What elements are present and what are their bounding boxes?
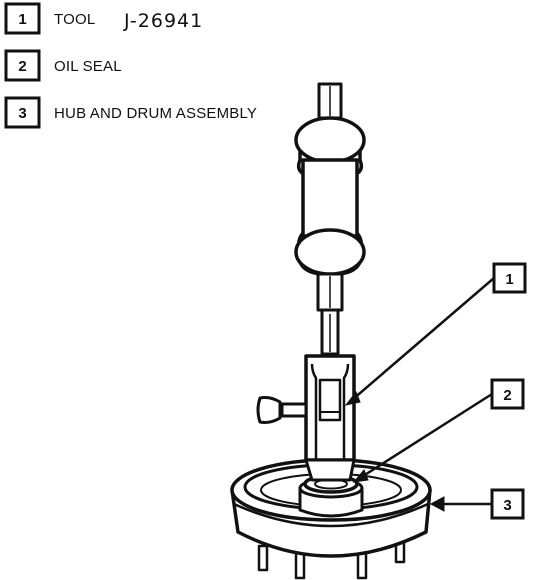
arrowhead-icon	[352, 469, 369, 483]
arrowhead-icon	[429, 496, 445, 512]
callout-number: 1	[505, 271, 513, 288]
legend-number-box	[4, 96, 41, 129]
puller-window	[318, 378, 342, 422]
lug-stud	[356, 550, 368, 580]
callout-number: 2	[503, 387, 511, 404]
legend-number: 1	[18, 11, 26, 28]
legend-number: 3	[18, 105, 26, 122]
weight-body	[301, 158, 359, 238]
callout-box-1	[492, 262, 527, 294]
callout-leader-1	[351, 277, 495, 401]
lug-stud	[294, 550, 306, 580]
wing-nut-stem	[280, 402, 308, 418]
legend: 1 TOOL J-26941 2 OIL SEAL 3 HUB AND DRUM…	[4, 2, 257, 129]
legend-number: 2	[18, 58, 26, 75]
legend-label: OIL SEAL	[54, 58, 122, 75]
puller-jaw-right	[342, 363, 350, 460]
puller-feet	[304, 458, 356, 482]
callout-box-3	[490, 488, 525, 520]
callout-box-2	[490, 378, 525, 410]
legend-label: HUB AND DRUM ASSEMBLY	[54, 105, 257, 122]
legend-label: TOOL	[54, 11, 95, 28]
weight-lower-collar	[294, 228, 366, 276]
callout-number: 3	[503, 497, 511, 514]
legend-number-box	[4, 2, 41, 35]
callout-leader-2	[359, 392, 493, 480]
puller-jaw-left	[310, 363, 318, 460]
drum-rim-edge	[233, 502, 429, 528]
legend-tool-number: J-26941	[123, 10, 203, 32]
lug-stud	[257, 544, 269, 572]
wing-nut-icon	[256, 396, 282, 424]
arrowhead-icon	[344, 390, 361, 406]
tool-j-26941	[256, 82, 366, 482]
callouts: 1 2 3	[344, 262, 527, 520]
legend-number-box	[4, 49, 41, 82]
weight-upper-collar	[294, 116, 366, 164]
legend-item-2: 2 OIL SEAL	[4, 49, 122, 82]
legend-item-3: 3 HUB AND DRUM ASSEMBLY	[4, 96, 257, 129]
legend-item-1: 1 TOOL J-26941	[4, 2, 203, 35]
